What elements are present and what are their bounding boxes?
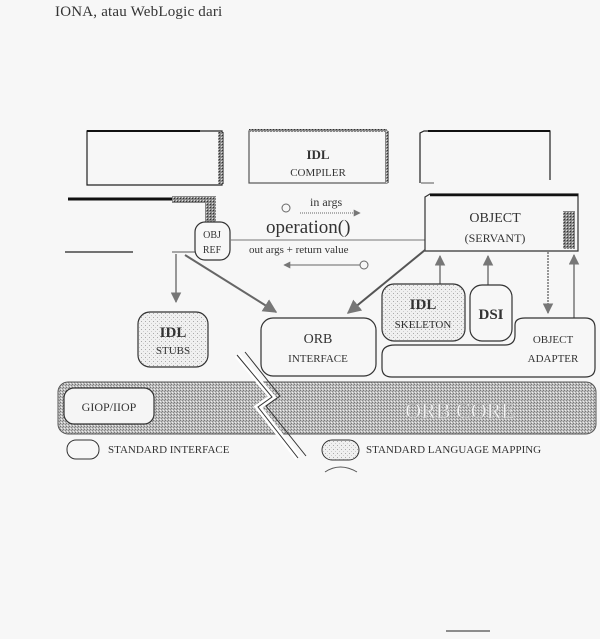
- giop-iiop-label: GIOP/IIOP: [82, 400, 137, 414]
- operation-call: in args operation() out args + return va…: [230, 195, 425, 270]
- operation-name: operation(): [266, 217, 350, 238]
- dsi-box[interactable]: DSI: [469, 284, 513, 342]
- idl-skeleton-line1: IDL: [410, 297, 437, 313]
- obj-ref-node[interactable]: OBJ REF: [194, 221, 231, 261]
- object-servant-line1: OBJECT: [469, 211, 521, 226]
- obj-ref-line2: REF: [203, 245, 222, 256]
- in-args-label: in args: [310, 195, 342, 209]
- object-adapter-line1: OBJECT: [533, 334, 574, 346]
- legend-standard-interface: STANDARD INTERFACE: [66, 439, 230, 460]
- orb-core-label: ORB CORE: [405, 398, 514, 423]
- idl-compiler-title: IDL: [306, 147, 329, 162]
- header-text: IONA, atau WebLogic dari: [55, 4, 223, 20]
- legend-standard-interface-label: STANDARD INTERFACE: [108, 444, 230, 456]
- object-servant-box[interactable]: OBJECT (SERVANT): [424, 193, 579, 252]
- orb-interface-box[interactable]: ORB INTERFACE: [260, 317, 377, 377]
- idl-skeleton-box[interactable]: IDL SKELETON: [381, 283, 466, 342]
- idl-compiler-subtitle: COMPILER: [290, 167, 346, 179]
- legend-standard-language-mapping: STANDARD LANGUAGE MAPPING: [321, 439, 541, 473]
- client-server-separator: [234, 351, 307, 460]
- legend: STANDARD INTERFACE STANDARD LANGUAGE MAP…: [66, 439, 541, 473]
- orb-core-band: ORB CORE: [57, 381, 597, 435]
- idl-stubs-line2: STUBS: [156, 345, 190, 357]
- connector-arrows: [170, 249, 580, 318]
- object-adapter-line2: ADAPTER: [528, 353, 579, 365]
- object-adapter-box[interactable]: OBJECT ADAPTER: [381, 317, 596, 378]
- obj-ref-line1: OBJ: [203, 230, 221, 241]
- idl-skeleton-line2: SKELETON: [395, 319, 452, 331]
- orb-interface-line2: INTERFACE: [288, 353, 348, 365]
- out-args-label: out args + return value: [249, 244, 349, 256]
- idl-stubs-line1: IDL: [160, 325, 187, 341]
- idl-stubs-box[interactable]: IDL STUBS: [137, 311, 209, 368]
- giop-iiop-box[interactable]: GIOP/IIOP: [63, 387, 155, 425]
- client-box-top: [86, 130, 224, 186]
- legend-standard-language-mapping-label: STANDARD LANGUAGE MAPPING: [366, 444, 541, 456]
- dsi-label: DSI: [478, 307, 503, 323]
- orb-interface-line1: ORB: [304, 332, 333, 347]
- client-rail: [65, 196, 216, 253]
- object-servant-line2: (SERVANT): [465, 231, 526, 245]
- server-box-top: [419, 130, 551, 184]
- idl-compiler-box: [248, 129, 389, 184]
